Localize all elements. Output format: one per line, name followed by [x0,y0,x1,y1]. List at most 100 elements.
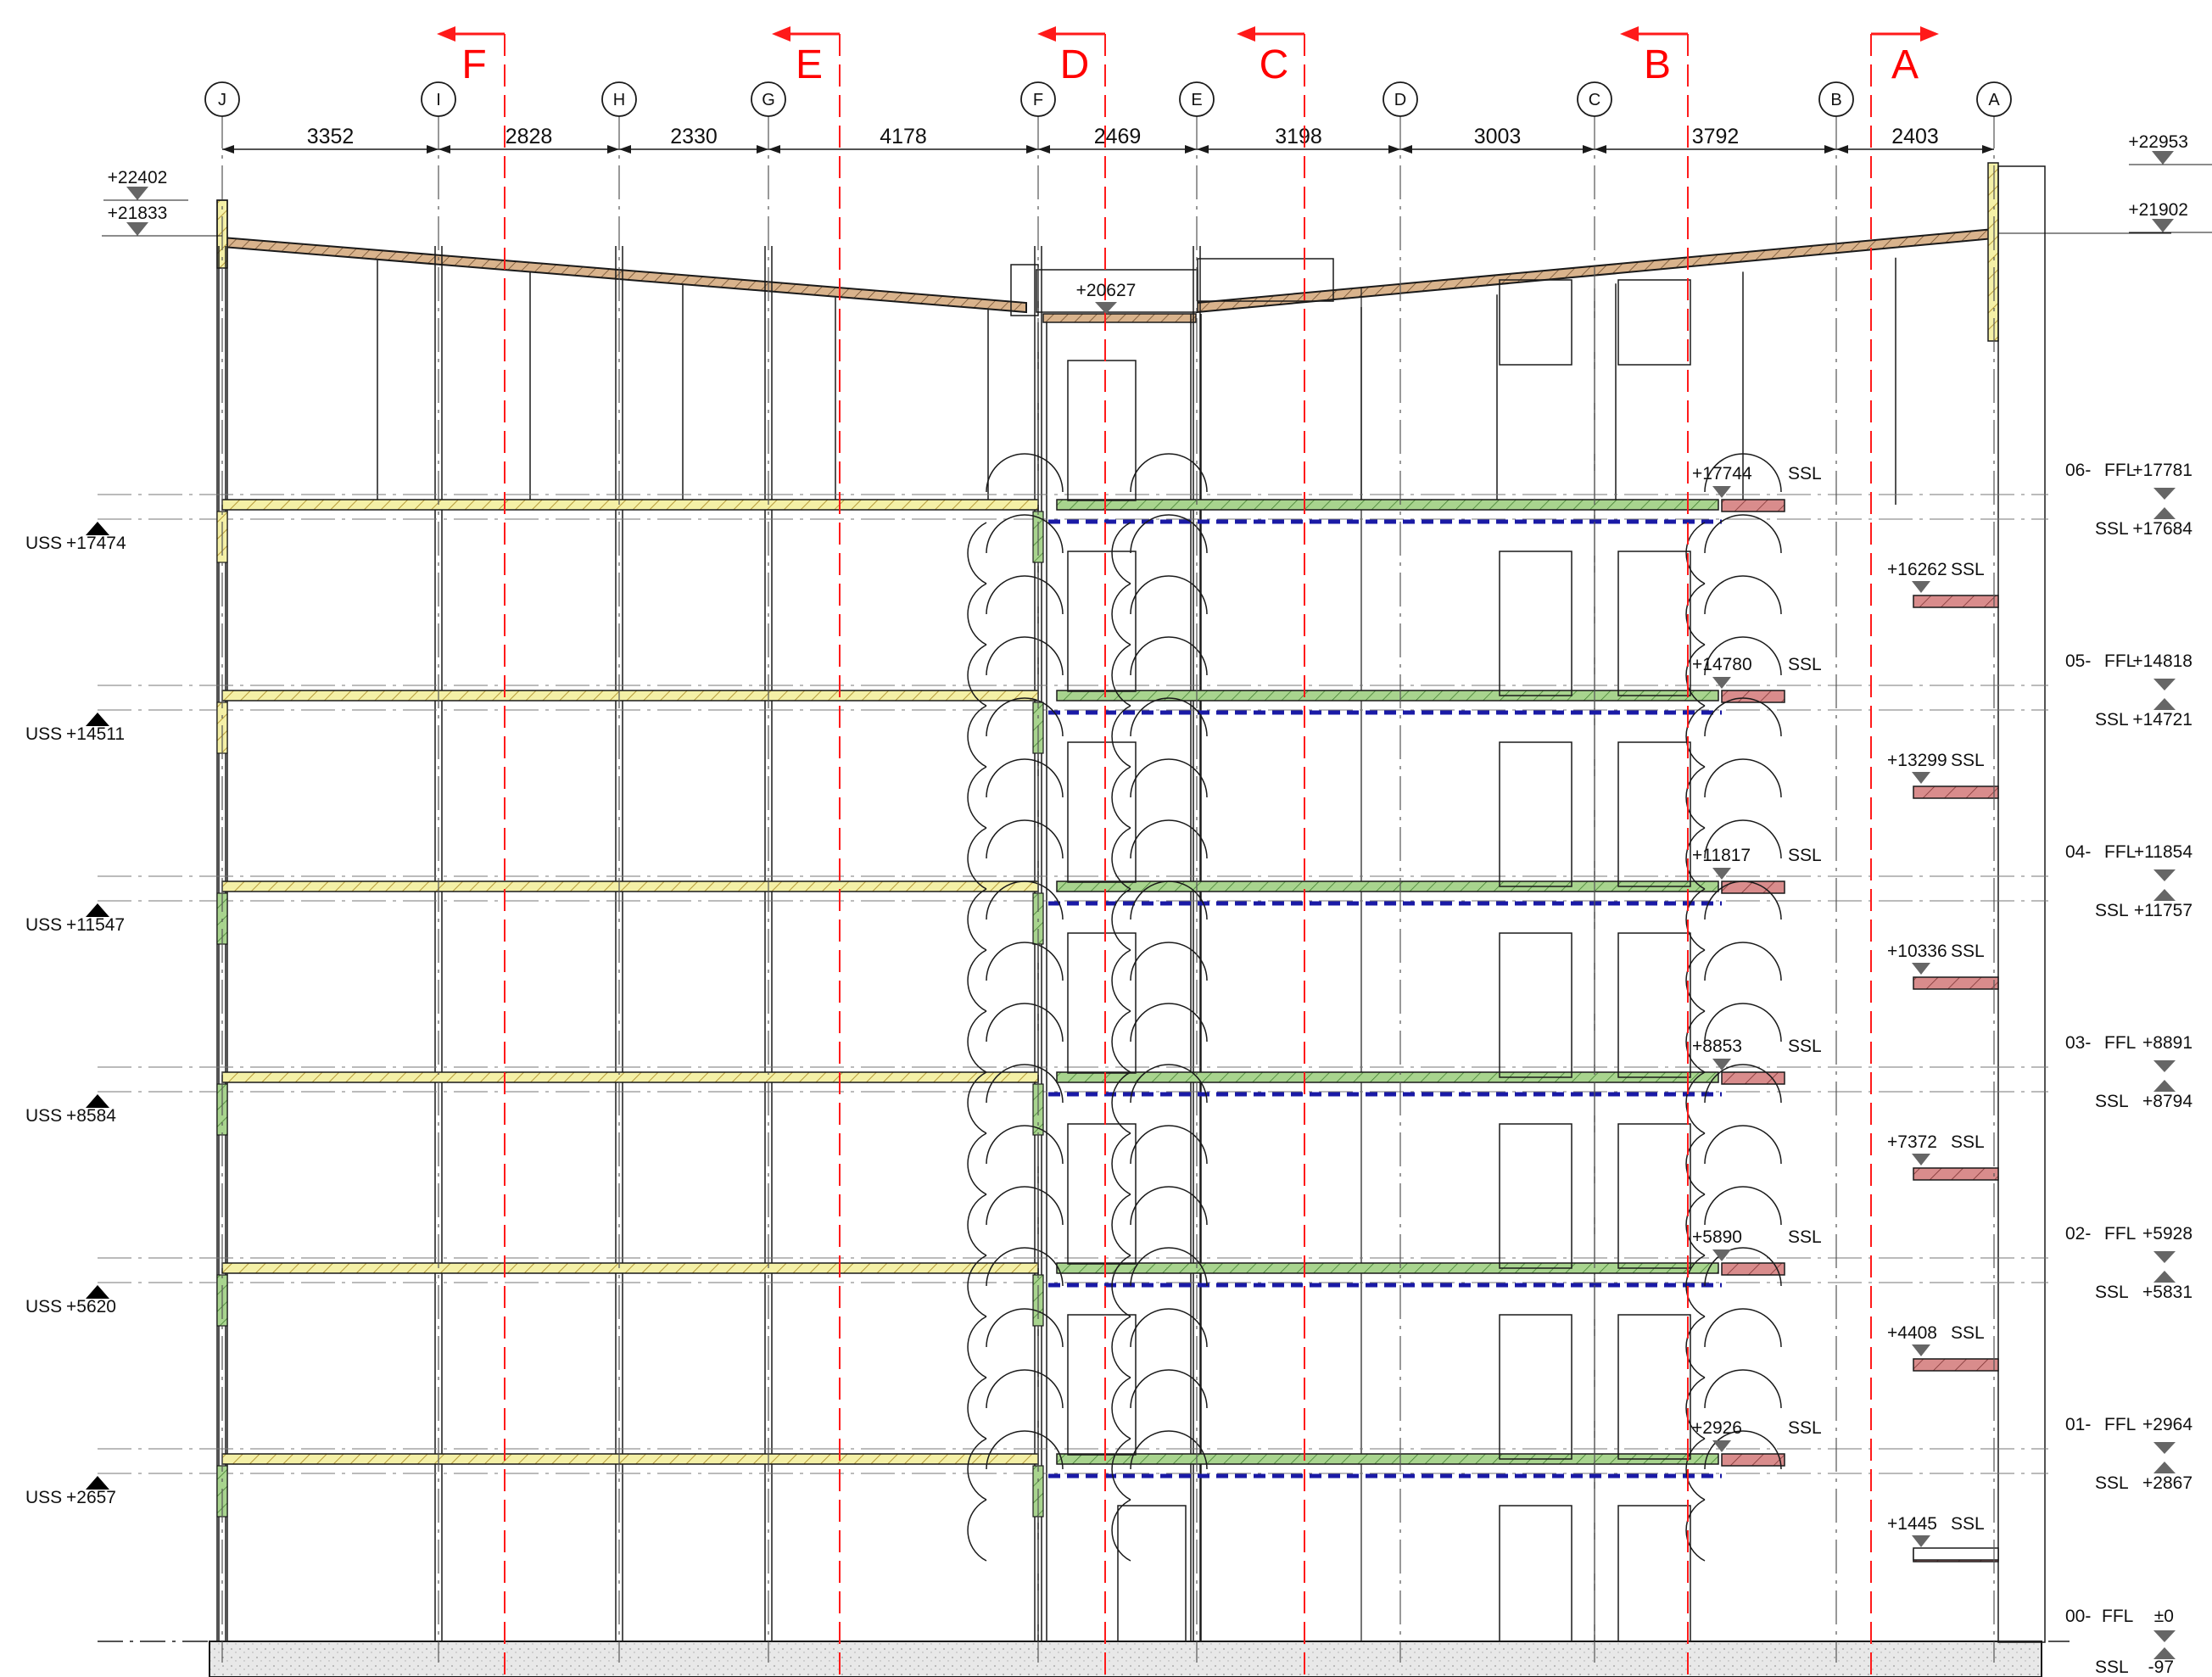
dimension-arrow [1982,145,1994,154]
ssl-name: SSL [2095,901,2129,920]
vegetation-outline [1111,644,1131,707]
section-label-C: C [1260,42,1289,87]
vegetation-outline [967,1193,987,1256]
vegetation-outline [1685,1193,1706,1256]
roof-box [1036,269,1198,313]
ssl-mid-marker [1712,1059,1731,1070]
dimension-value: 3352 [307,125,355,148]
ffl-floor-label: 05- [2065,651,2091,671]
level-left-lower: +21833 [108,204,168,223]
ssl-right-suffix: SSL [1951,1514,1985,1534]
vegetation-outline [1704,1369,1782,1409]
window-opening [1067,1314,1137,1456]
uss-name: USS [25,724,62,744]
vegetation-outline [1704,1308,1782,1348]
ffl-name: FFL [2104,1415,2136,1434]
door-opening [1499,1123,1572,1269]
roof-valley-slab [1042,313,1197,323]
ssl-right-suffix: SSL [1951,942,1985,961]
vegetation-outline [1685,949,1706,1012]
ssl-right-value: +16262 [1887,560,1947,579]
vegetation-outline [967,949,987,1012]
ssl-mid-suffix: SSL [1788,464,1822,484]
vegetation-outline [1704,575,1782,615]
vegetation-outline [986,1003,1064,1043]
level-roof-center: +20627 [1076,281,1137,300]
vegetation-outline [967,1132,987,1195]
ssl-right-marker [1912,1154,1930,1166]
ffl-marker [2153,488,2176,500]
timber-floor-slab [221,1071,1039,1083]
door-opening [1617,1505,1691,1642]
window-opening [1067,551,1137,692]
vegetation-outline [1130,1003,1208,1043]
ssl-right-suffix: SSL [1951,1323,1985,1343]
vegetation-outline [967,1071,987,1134]
vegetation-outline [1111,827,1131,890]
vegetation-outline [1130,575,1208,615]
grid-label-I: I [436,91,441,109]
level-right-upper-marker [2152,151,2174,165]
window-opening [1067,360,1137,501]
ffl-marker [2153,1060,2176,1072]
grid-label-B: B [1830,91,1841,109]
roof-slab-left [221,236,1027,314]
roof-plant-box [1197,258,1334,302]
vegetation-outline [1704,1430,1782,1470]
ssl-right-suffix: SSL [1951,751,1985,770]
grid-bubble-G [751,81,786,117]
level-right-lower-marker [2152,219,2174,232]
dimension-arrow [1388,145,1400,154]
vegetation-outline [1704,697,1782,737]
timber-floor-slab [221,1453,1039,1465]
vegetation-outline [1704,942,1782,981]
ssl-right-marker [1912,1535,1930,1547]
ffl-name: FFL [2104,651,2136,671]
vegetation-outline [1685,1255,1706,1317]
vegetation-outline [1111,1438,1131,1501]
window-opening [1067,741,1137,883]
vegetation-outline [1704,514,1782,554]
grid-label-E: E [1191,91,1202,109]
ssl-mid-value: +14780 [1692,655,1752,674]
grid-label-G: G [762,91,775,109]
vegetation-outline [1130,636,1208,676]
vegetation-outline [1111,1010,1131,1073]
vegetation-outline [986,453,1064,493]
balcony-slab [1721,1262,1785,1276]
dimension-arrow [1038,145,1050,154]
ssl-marker [2153,889,2176,901]
section-arrow-head-B [1620,26,1639,42]
ground-ssl-value: -97 [2148,1657,2174,1677]
uss-marker [86,1094,109,1108]
vegetation-outline [1130,1369,1208,1409]
vegetation-outline [1685,522,1706,584]
grid-bubble-H [601,81,637,117]
section-label-D: D [1060,42,1090,87]
vegetation-outline [986,758,1064,798]
dimension-arrow [1185,145,1197,154]
dimension-arrow [1400,145,1412,154]
vegetation-outline [986,1369,1064,1409]
vegetation-outline [1111,583,1131,646]
ssl-right-marker [1912,963,1930,975]
ssl-right-suffix: SSL [1951,1132,1985,1152]
ssl-right-value: +10336 [1887,942,1947,961]
side-balcony [1913,976,1999,990]
grid-bubble-F [1020,81,1056,117]
uss-value: +14511 [66,724,125,744]
door-opening [1617,1314,1691,1460]
side-balcony [1913,785,1999,799]
uss-name: USS [25,915,62,935]
balcony-slab [1721,499,1785,512]
ground-ssl-name: SSL [2095,1657,2129,1677]
vegetation-outline [1685,888,1706,951]
ssl-marker [2153,1462,2176,1473]
window-opening [1067,932,1137,1074]
vegetation-outline [967,522,987,584]
ssl-name: SSL [2095,1092,2129,1111]
ssl-value: +2867 [2142,1473,2192,1493]
vegetation-outline [1704,636,1782,676]
